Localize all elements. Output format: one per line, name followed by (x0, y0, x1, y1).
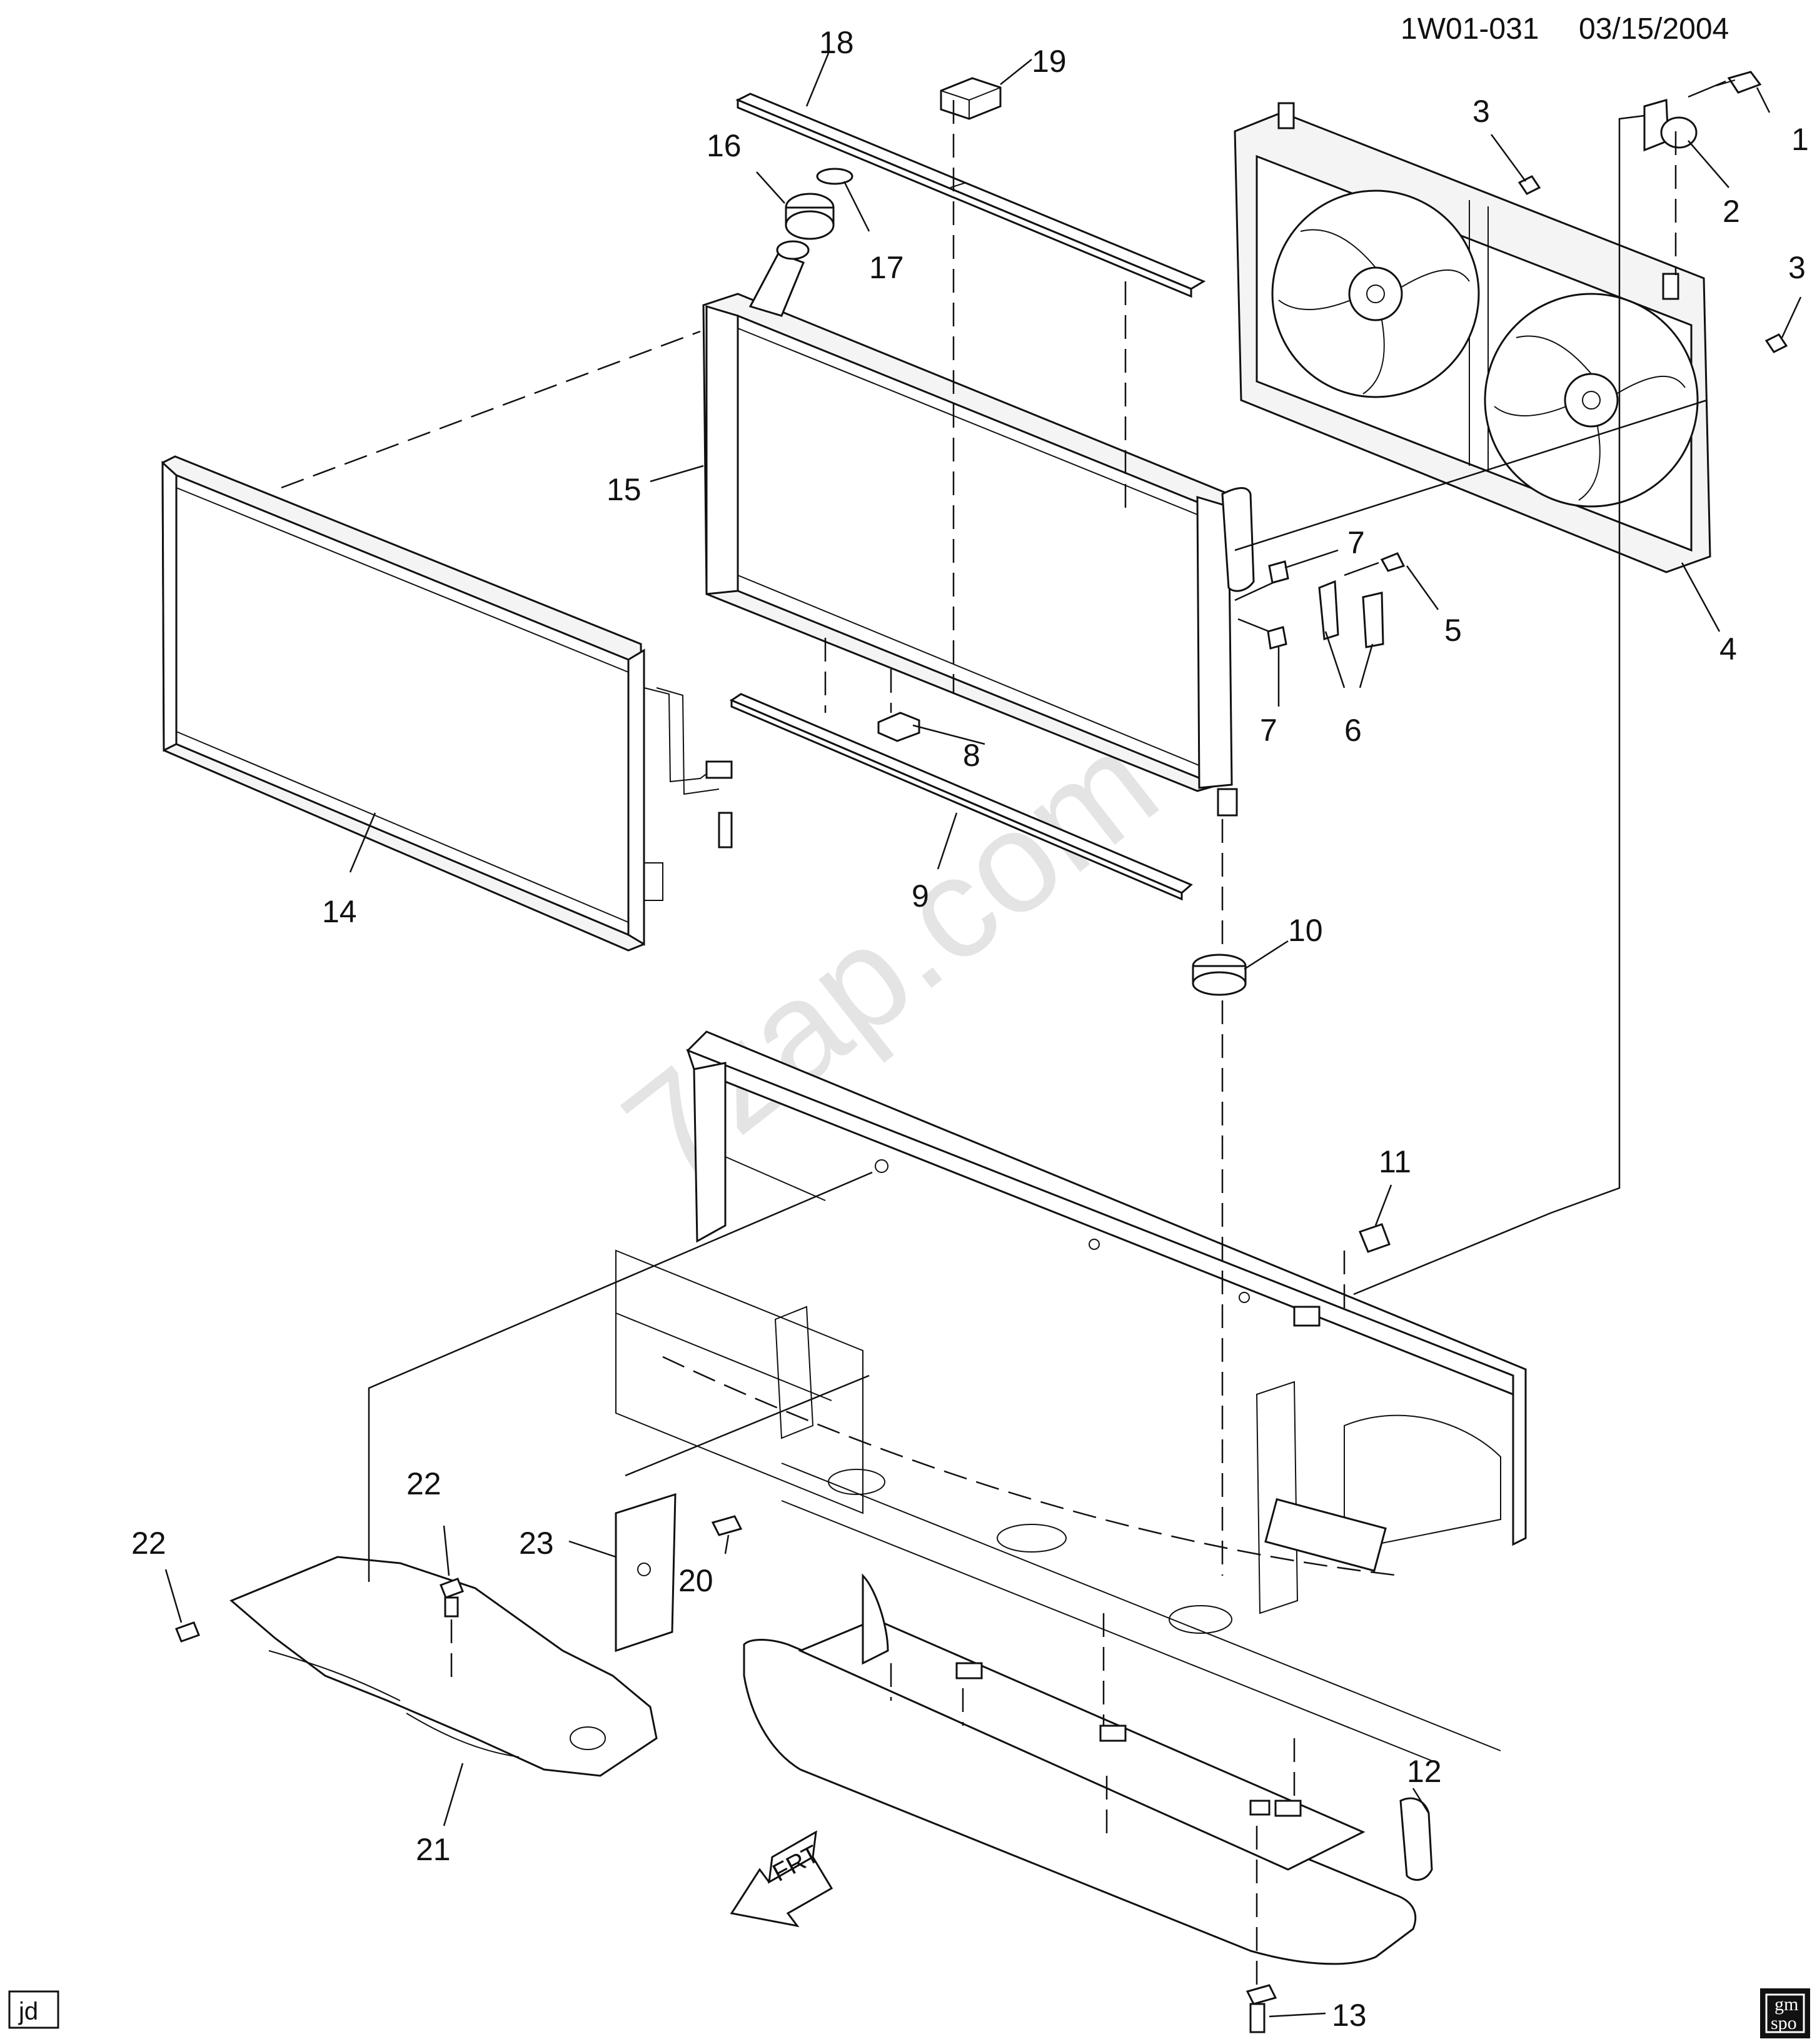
callout-18: 18 (819, 25, 854, 60)
part-21-splash-shield (229, 1556, 658, 1777)
part-16-radiator-cap (785, 193, 835, 240)
part-11-nut (1359, 1223, 1391, 1253)
part-6-brackets (1318, 580, 1384, 648)
part-19-clip (940, 77, 1002, 120)
part-10-insulator (1192, 954, 1247, 996)
callout-12: 12 (1407, 1754, 1442, 1789)
callout-9: 9 (912, 879, 929, 914)
callout-16: 16 (707, 128, 742, 163)
callout-22-left: 22 (131, 1526, 166, 1561)
part-22-push-pin-left (175, 1621, 200, 1643)
callout-22-upper: 22 (406, 1466, 441, 1501)
part-23-bracket (615, 1493, 677, 1653)
callout-10: 10 (1288, 913, 1323, 948)
part-9-lower-baffle (729, 693, 1193, 901)
part-7-insulator-upper (1268, 560, 1289, 584)
part-3-retainer-right (1764, 333, 1788, 353)
logo-line-2: spo (1771, 2013, 1797, 2033)
callout-2: 2 (1723, 194, 1740, 229)
callout-6: 6 (1344, 713, 1362, 748)
callout-17: 17 (869, 250, 904, 285)
callout-5: 5 (1444, 613, 1462, 648)
part-20-bolt (711, 1515, 743, 1536)
callout-7-upper: 7 (1347, 525, 1365, 560)
part-4-fan-shroud (1234, 102, 1711, 573)
radiator-support-frame (615, 1030, 1527, 1764)
corner-tag: jd (8, 1990, 59, 2029)
callout-3-top: 3 (1472, 94, 1490, 129)
part-8-clip (877, 712, 920, 742)
logo-line-1: gm (1774, 1994, 1798, 2015)
alignment-lines (281, 100, 1677, 1988)
diagram-date: 03/15/2004 (1579, 13, 1729, 46)
part-18-upper-baffle (735, 93, 1206, 298)
callout-21: 21 (416, 1832, 451, 1867)
part-13-bolt (1246, 1984, 1277, 2033)
callout-19: 19 (1032, 44, 1067, 79)
callout-leaders (164, 53, 1802, 2018)
part-15-radiator (702, 240, 1255, 817)
gm-spo-logo: gm spo (1760, 1988, 1810, 2038)
diagram-code: 1W01-031 (1401, 13, 1539, 46)
callout-13: 13 (1332, 1998, 1367, 2033)
part-7-insulator-lower (1267, 626, 1287, 650)
part-5-bolt (1380, 552, 1406, 572)
front-arrow: FRT (730, 1830, 833, 1928)
connection-lines (368, 80, 1726, 1582)
callout-23: 23 (519, 1526, 554, 1561)
part-2-bracket (1643, 99, 1698, 152)
part-17-seal (816, 168, 853, 185)
part-14-condenser (161, 455, 733, 952)
part-3-retainer-top (1518, 175, 1541, 195)
callouts: 1 2 3 3 4 5 6 7 7 8 9 10 11 12 13 14 15 … (131, 25, 1809, 2033)
callout-3-right: 3 (1788, 250, 1806, 285)
corner-tag-label: jd (18, 1998, 38, 2025)
callout-14: 14 (322, 894, 357, 929)
callout-15: 15 (607, 472, 642, 507)
callout-1: 1 (1791, 122, 1809, 157)
part-12-air-deflector (743, 1573, 1433, 1965)
callout-8: 8 (963, 738, 980, 773)
part-22-push-pin-upper (440, 1578, 464, 1618)
callout-4: 4 (1719, 632, 1737, 667)
callout-11: 11 (1379, 1144, 1411, 1179)
callout-20: 20 (678, 1563, 713, 1598)
callout-7-lower: 7 (1260, 713, 1277, 748)
